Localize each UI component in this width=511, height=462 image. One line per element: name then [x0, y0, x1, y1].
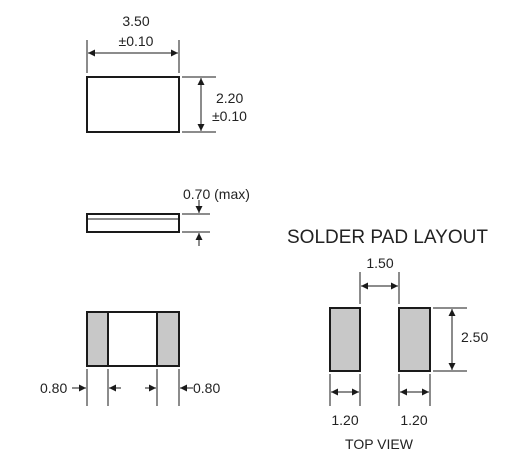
solder-pad-title: SOLDER PAD LAYOUT — [287, 227, 488, 248]
side-view-group: 0.70 (max) — [86, 186, 250, 246]
terminal-right-label: 0.80 — [193, 380, 220, 396]
terminal-left — [86, 311, 109, 367]
gap-label: 1.50 — [366, 255, 393, 271]
terminal-right — [156, 311, 180, 367]
top-view-label: TOP VIEW — [345, 436, 414, 452]
solder-pad-group: SOLDER PAD LAYOUT 1.50 2.50 1.20 1.20 TO… — [287, 227, 488, 452]
pad-height-label: 2.50 — [461, 329, 488, 345]
pad-width-right-label: 1.20 — [400, 412, 427, 428]
terminal-view-group: 0.80 0.80 — [40, 311, 220, 406]
height-label: 0.70 (max) — [183, 186, 250, 202]
width-label: 2.20 — [216, 90, 243, 106]
length-label: 3.50 — [122, 13, 149, 29]
top-view-body-group: 3.50 ±0.10 2.20 ±0.10 — [86, 13, 247, 133]
width-tolerance-label: ±0.10 — [212, 108, 247, 124]
solder-pad-right — [398, 307, 431, 372]
length-tolerance-label: ±0.10 — [119, 33, 154, 49]
solder-pad-left — [329, 307, 361, 372]
part-top-view-body — [86, 76, 180, 133]
terminal-left-label: 0.80 — [40, 380, 67, 396]
part-side-view-body — [86, 213, 180, 233]
pad-width-left-label: 1.20 — [331, 412, 358, 428]
